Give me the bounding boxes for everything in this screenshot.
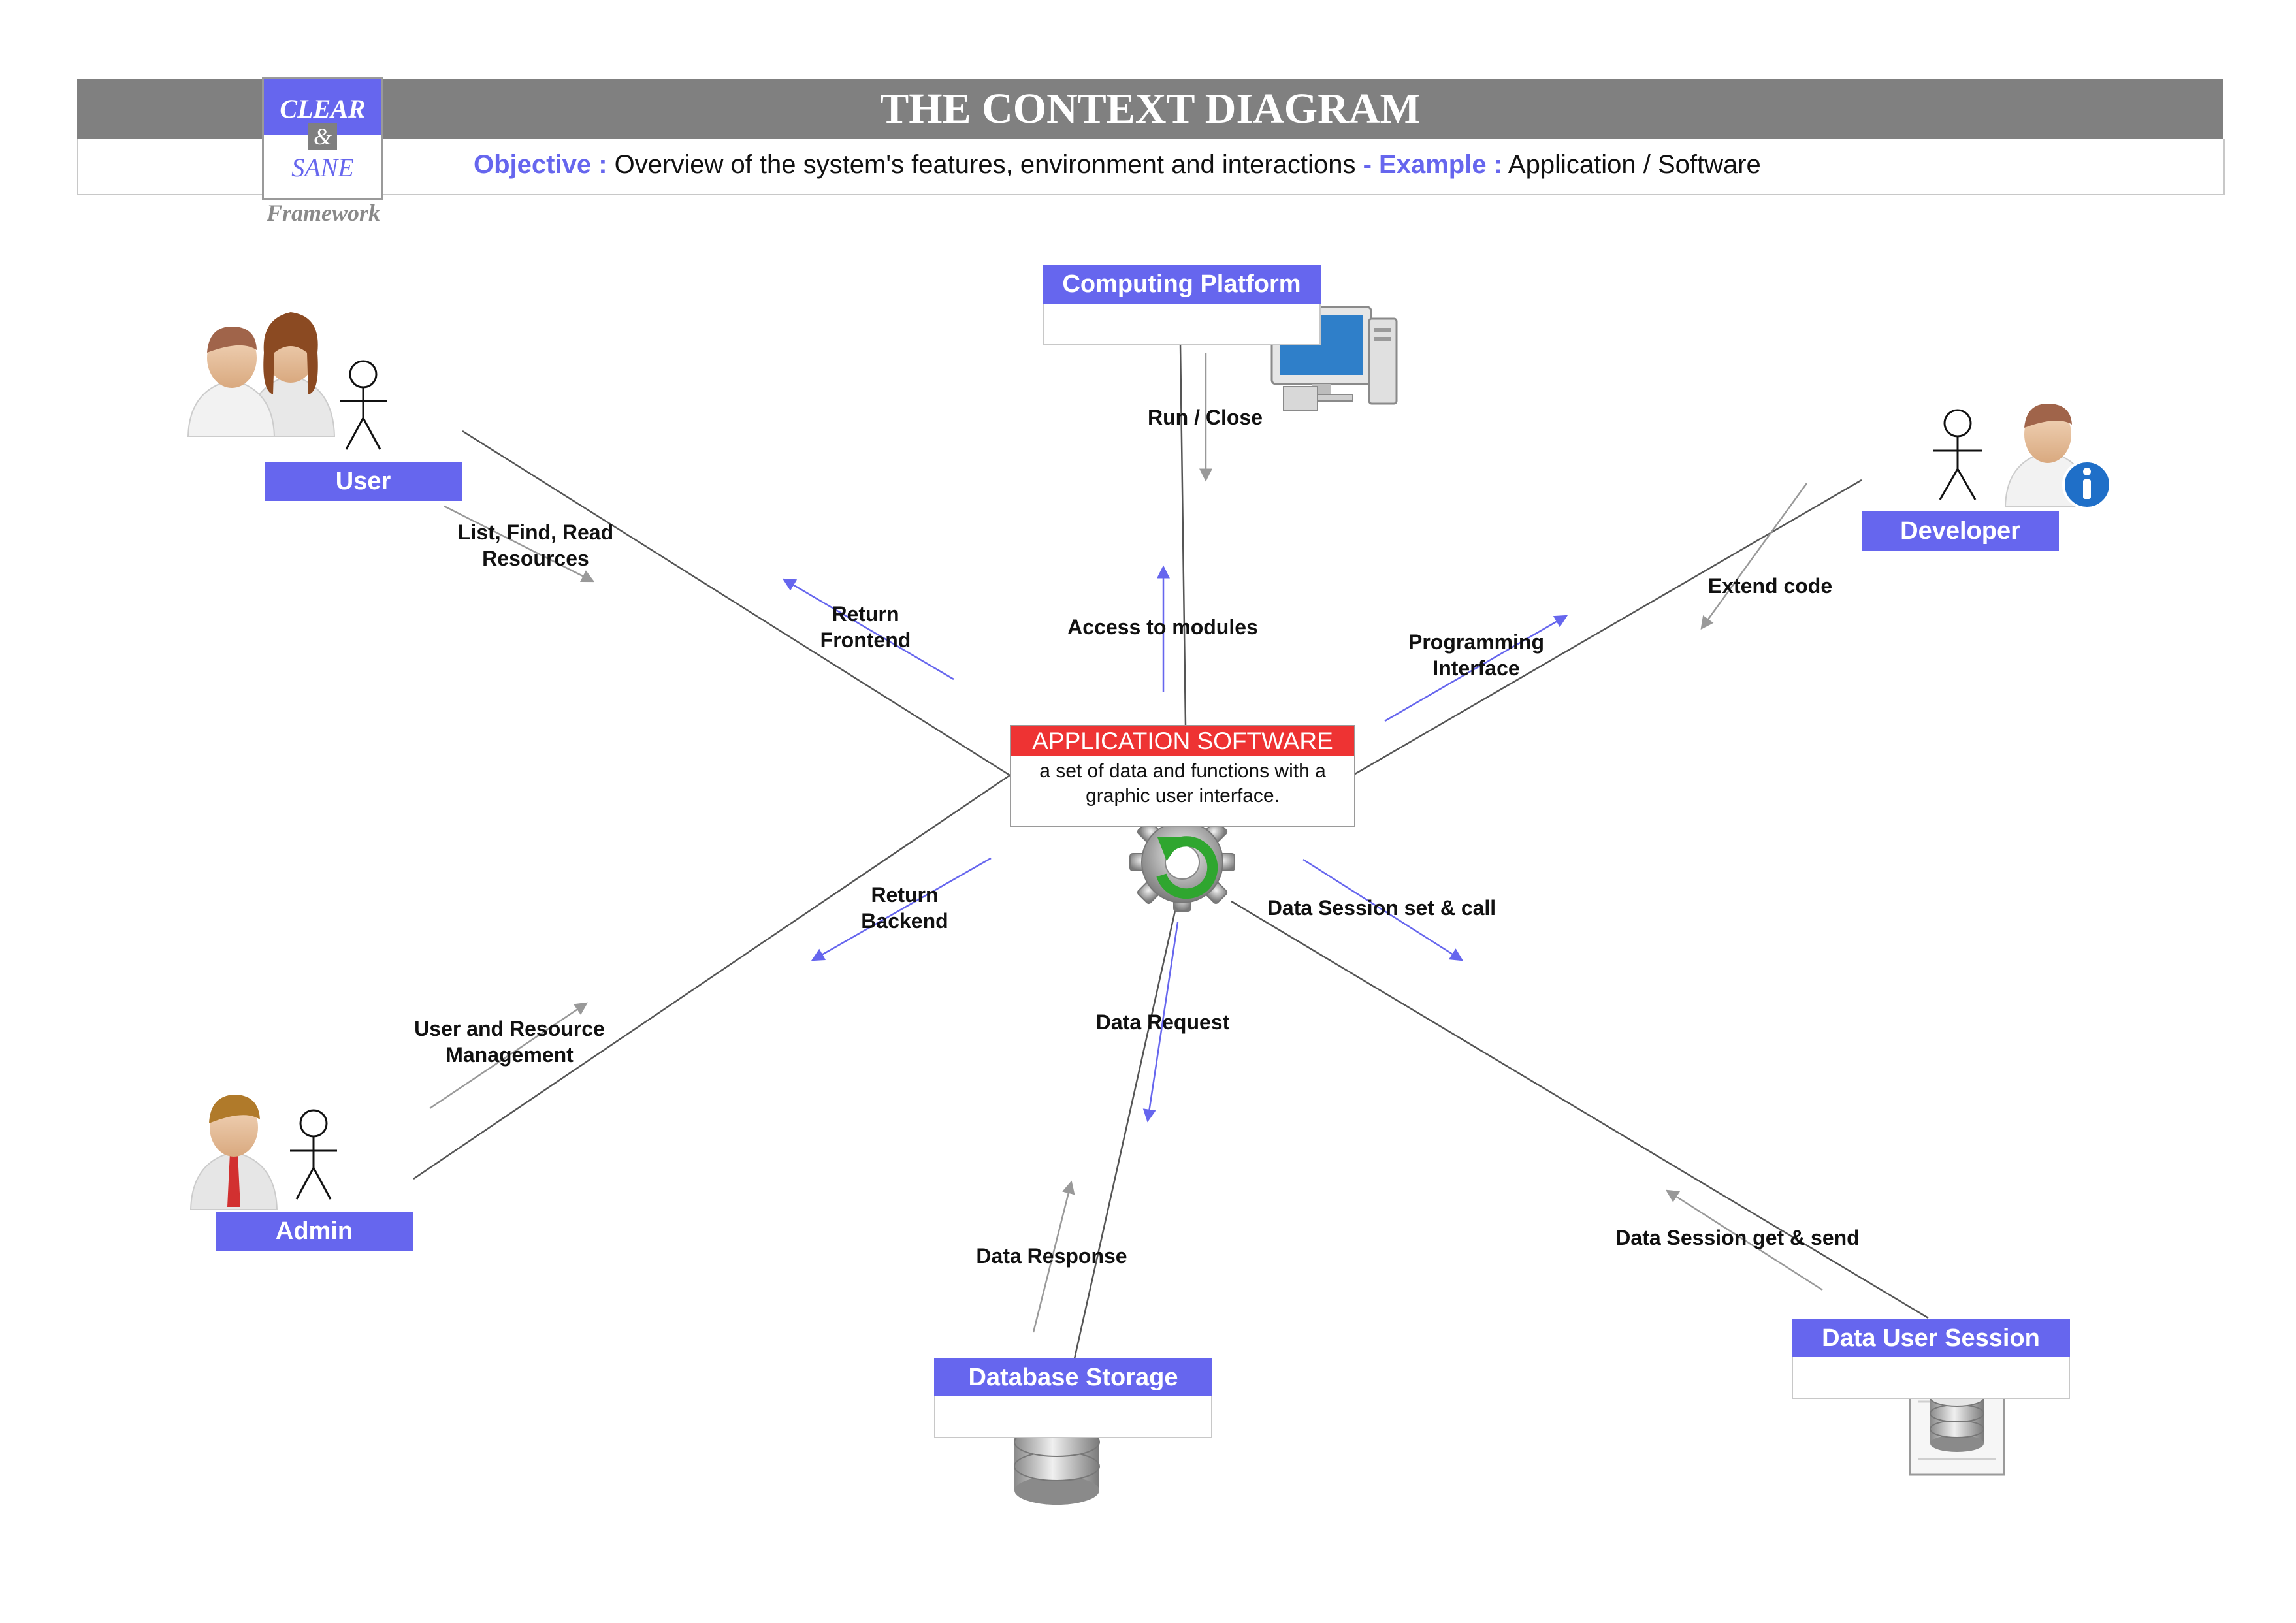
label-user-resource-management: User and Resource Management [392, 1016, 627, 1068]
label-run-close: Run / Close [1147, 406, 1263, 429]
logo-framework: Framework [266, 200, 381, 226]
label-data-response: Data Response [976, 1244, 1127, 1268]
arrow-list-find [444, 505, 595, 583]
actor-icon [1933, 409, 1982, 500]
developer-info-icon [2004, 404, 2112, 509]
arrow-return-frontend [782, 578, 954, 681]
arrow-extend-code [1700, 483, 1808, 630]
gear-refresh-icon [1129, 812, 1235, 912]
label-data-session-get-send: Data Session get & send [1615, 1226, 1860, 1249]
label-return-backend-line1: Return [871, 883, 939, 907]
computing-platform-title: Computing Platform [1043, 265, 1321, 304]
admin-title: Admin [216, 1212, 413, 1251]
label-user-resource-line2: Management [445, 1043, 574, 1067]
label-data-session-set-call: Data Session set & call [1267, 896, 1496, 920]
arrow-programming [1384, 615, 1568, 722]
database-storage-title: Database Storage [934, 1358, 1212, 1396]
separator: - [1363, 150, 1372, 179]
connector-developer [1352, 479, 1862, 777]
label-programming-interface: Programming Interface [1378, 629, 1574, 681]
actor-icon [340, 360, 387, 450]
page-title: THE CONTEXT DIAGRAM [880, 85, 1421, 133]
header-bar [77, 79, 2223, 139]
arrow-session-set-call [1302, 858, 1464, 961]
label-return-backend: Return Backend [830, 882, 980, 934]
label-programming-interface-line1: Programming [1408, 630, 1545, 654]
label-return-frontend-line1: Return [832, 602, 899, 626]
admin-icon [189, 1095, 278, 1210]
objective-row [77, 139, 2225, 195]
logo-ampersand: & [308, 123, 337, 150]
label-return-frontend: Return Frontend [790, 601, 941, 653]
application-software-box: APPLICATION SOFTWARE a set of data and f… [1010, 725, 1355, 827]
arrow-return-backend [811, 857, 992, 961]
application-software-description: a set of data and functions with a graph… [1039, 760, 1326, 807]
label-list-find-read-line2: Resources [482, 547, 589, 570]
arrow-user-resource [429, 1002, 589, 1110]
connector-platform [1179, 344, 1187, 726]
actor-icon [290, 1109, 337, 1200]
label-return-backend-line2: Backend [861, 909, 948, 933]
application-software-title: APPLICATION SOFTWARE [1011, 726, 1354, 756]
connector-admin [413, 774, 1011, 1180]
users-icon [187, 312, 336, 437]
label-return-frontend-line2: Frontend [820, 628, 911, 652]
label-list-find-read-line1: List, Find, Read [457, 521, 614, 544]
label-extend-code: Extend code [1707, 574, 1833, 598]
label-data-request: Data Request [1095, 1010, 1230, 1034]
example-text: Application / Software [1508, 150, 1761, 179]
label-programming-interface-line2: Interface [1432, 656, 1520, 680]
arrow-data-response [1032, 1180, 1075, 1333]
connector-session [1231, 900, 1929, 1319]
arrow-data-request [1142, 922, 1179, 1123]
developer-title: Developer [1862, 511, 2059, 551]
arrow-session-get-send [1665, 1189, 1823, 1291]
user-title: User [265, 462, 462, 501]
logo-clear: CLEAR [280, 94, 366, 123]
example-label: Example : [1379, 150, 1503, 179]
objective-line: Objective : Overview of the system's fea… [474, 145, 1761, 184]
objective-text: Overview of the system's features, envir… [614, 150, 1356, 179]
label-access-modules: Access to modules [1067, 615, 1258, 639]
connector-user [462, 430, 1011, 777]
objective-label: Objective : [474, 150, 607, 179]
label-user-resource-line1: User and Resource [414, 1017, 605, 1040]
data-user-session-title: Data User Session [1792, 1319, 2070, 1357]
logo-sane: SANE [291, 153, 354, 182]
connector-database [1073, 907, 1177, 1359]
framework-logo: CLEAR & SANE [262, 77, 383, 200]
label-list-find-read: List, Find, Read Resources [431, 519, 640, 571]
